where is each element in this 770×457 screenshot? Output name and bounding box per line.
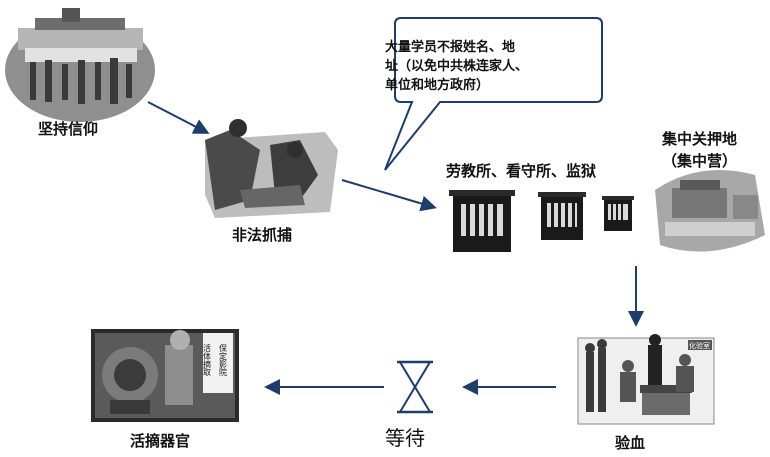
label-camp-title: 集中关押地: [662, 130, 738, 148]
blood-sign-text: 化验室: [689, 341, 710, 350]
callout-text: 大量学员不报姓名、地 址（以免中共株连家人、 单位和地方政府）: [385, 38, 590, 95]
callout-line-2: 址（以免中共株连家人、: [385, 59, 529, 74]
camp-photo: [655, 170, 765, 252]
prison-medium-icon: [538, 192, 586, 240]
arrow-persist-to-arrest: [147, 101, 210, 134]
prison-large-icon: [449, 190, 515, 252]
poster-text-left: 活体摘取: [203, 343, 212, 377]
label-organ-harvest: 活摘器官: [130, 432, 191, 450]
hourglass-icon: [397, 360, 433, 414]
blood-test-illustration: [577, 334, 715, 425]
callout-line-1: 大量学员不报姓名、地: [385, 40, 516, 55]
prison-small-icon: [602, 196, 634, 231]
poster-text-right: 保定影院: [219, 343, 228, 377]
label-persist-belief: 坚持信仰: [38, 120, 99, 138]
organ-harvest-poster: [91, 329, 239, 422]
label-blood-test: 验血: [615, 434, 646, 452]
label-camp-subtitle: （集中营）: [662, 152, 738, 170]
arrest-photo: [205, 119, 338, 218]
tiananmen-photo: [5, 8, 155, 122]
label-illegal-arrest: 非法抓捕: [232, 226, 293, 244]
prison-icons: [449, 190, 634, 252]
callout-line-3: 单位和地方政府）: [385, 78, 490, 93]
label-prisons: 劳教所、看守所、监狱: [446, 162, 597, 180]
label-wait: 等待: [385, 426, 425, 450]
arrow-arrest-to-prisons: [341, 179, 437, 212]
callout-bubble: [384, 17, 603, 171]
